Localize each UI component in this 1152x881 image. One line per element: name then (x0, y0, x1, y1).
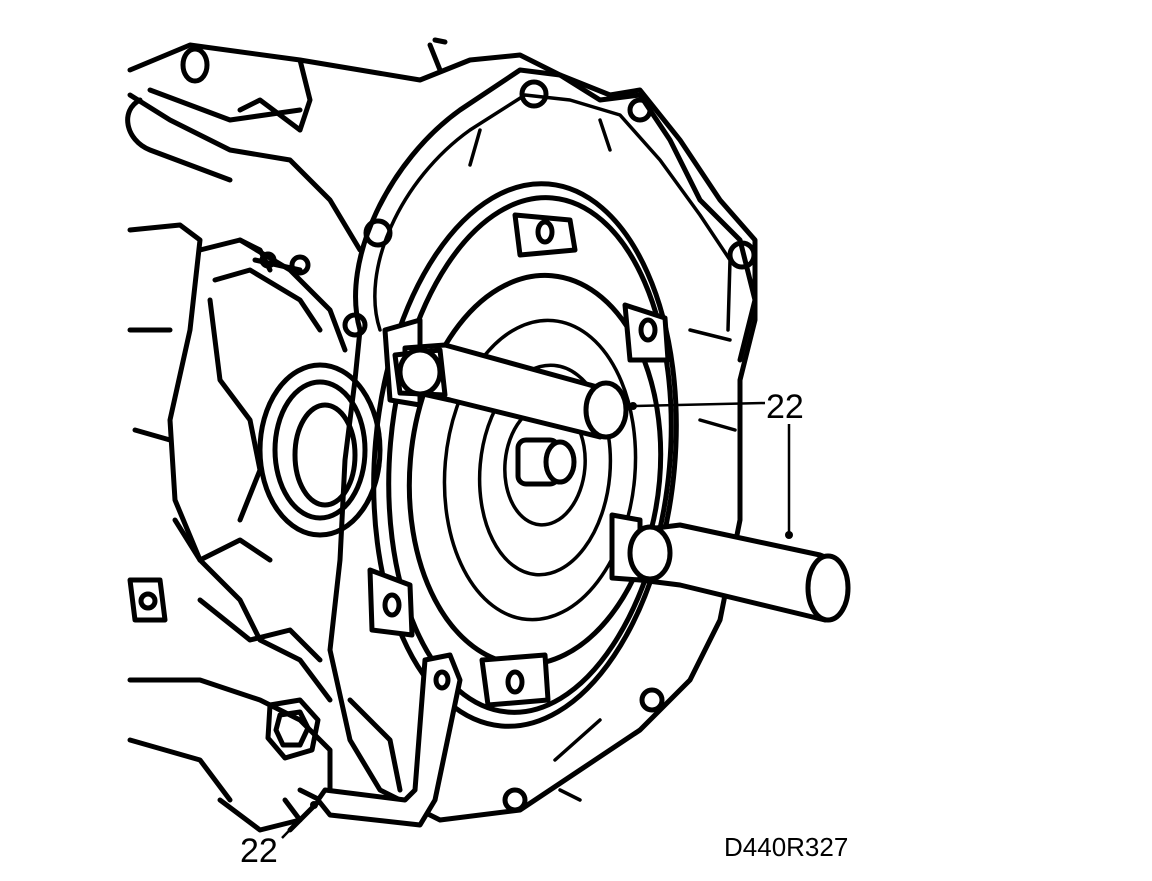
transmission-casing (125, 37, 758, 833)
flex-plate (371, 181, 679, 729)
locking-tool-upper (392, 342, 629, 440)
output-shaft-seal (257, 362, 383, 538)
callout-leaders (281, 401, 793, 839)
callout-label-22-lower: 22 (240, 832, 278, 870)
retaining-bracket-tool (315, 652, 463, 828)
torque-converter (406, 272, 664, 668)
drawing-code: D440R327 (724, 832, 849, 862)
bell-housing (327, 67, 758, 823)
locking-tool-handle (627, 522, 851, 623)
callout-label-22-upper: 22 (766, 388, 804, 426)
